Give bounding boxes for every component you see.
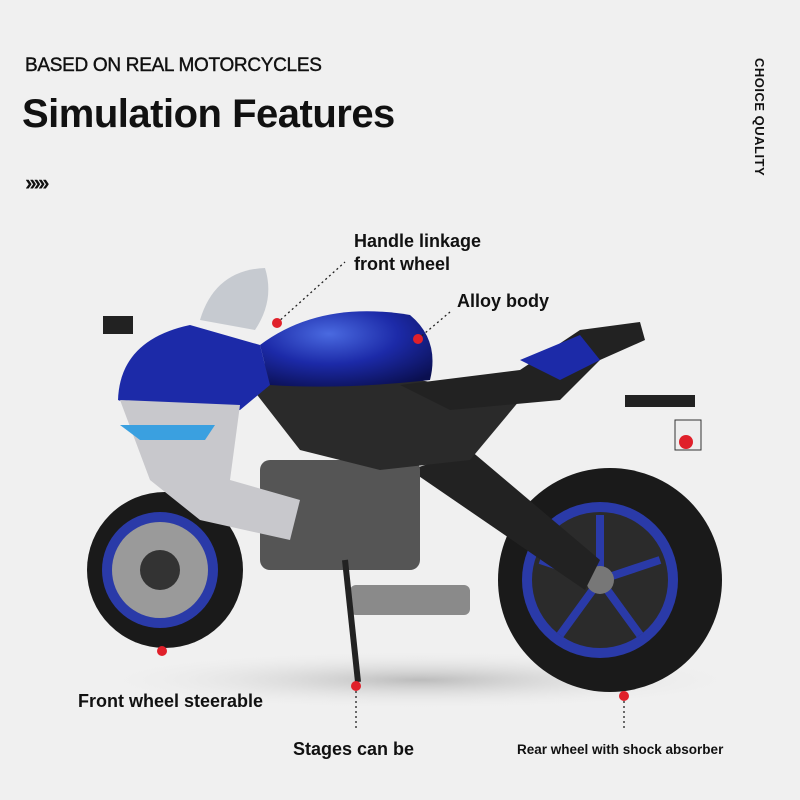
callout-line1: Handle linkage (354, 231, 482, 251)
callout-dot-stand (351, 681, 361, 691)
front-wheel (87, 492, 243, 648)
callout-rear-wheel: Rear wheel with shock absorber (517, 742, 724, 757)
callout-handle-linkage: Handle linkage front wheel (354, 230, 481, 276)
callout-line2: front wheel (354, 254, 451, 274)
rear-wheel (498, 468, 722, 692)
callout-dot-front-wheel (157, 646, 167, 656)
callout-dot-body (413, 334, 423, 344)
callout-stand: Stages can be (293, 739, 415, 759)
callout-dot-handle (272, 318, 282, 328)
chevrons-icon: ››››› (25, 170, 50, 195)
callout-front-wheel: Front wheel steerable (78, 691, 264, 711)
page-title: Simulation Features (22, 92, 395, 136)
callout-dot-rear-wheel (619, 691, 629, 701)
side-label: CHOICE QUALITY (752, 58, 767, 177)
callout-alloy-body: Alloy body (457, 291, 550, 311)
subtitle: BASED ON REAL MOTORCYCLES (25, 55, 322, 76)
